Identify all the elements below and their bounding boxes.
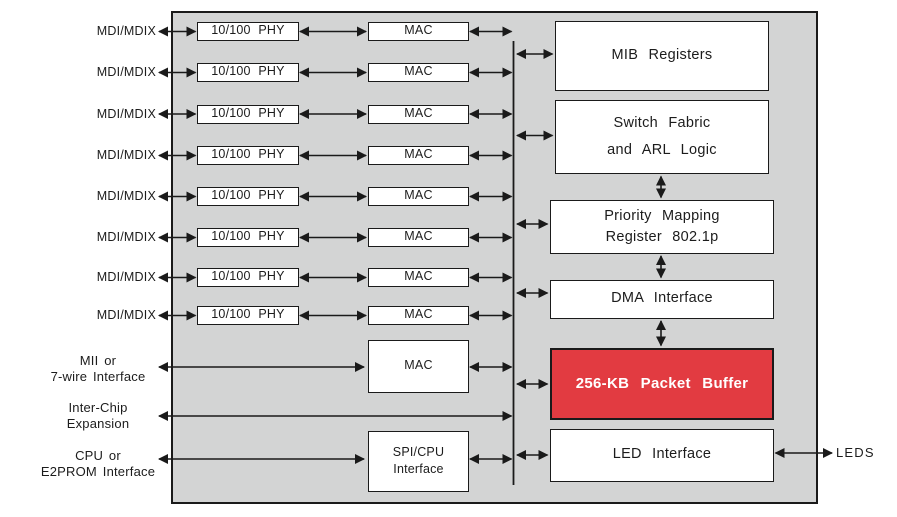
mii-interface-label: MII or 7-wire Interface [28, 353, 168, 384]
spi-cpu-interface-block: SPI/CPU Interface [368, 431, 469, 492]
priority-mapping-line2: Register 802.1p [605, 229, 719, 245]
port-interface-label: MDI/MDIX [96, 230, 156, 244]
mii-label-line2: 7-wire Interface [50, 368, 146, 384]
packet-buffer-block: 256-KB Packet Buffer [550, 348, 774, 420]
mac-block: MAC [368, 146, 469, 165]
phy-block: 10/100 PHY [197, 268, 299, 287]
switch-fabric-line2: and ARL Logic [607, 142, 717, 158]
port-row: MDI/MDIX 10/100 PHY MAC [0, 268, 560, 287]
uplink-mac-block: MAC [368, 340, 469, 393]
mac-block: MAC [368, 228, 469, 247]
inter-chip-label-line1: Inter-Chip [68, 400, 128, 415]
priority-mapping-block: Priority Mapping Register 802.1p [550, 200, 774, 254]
mac-block: MAC [368, 306, 469, 325]
spi-cpu-line1: SPI/CPU [392, 445, 445, 459]
port-interface-label: MDI/MDIX [96, 65, 156, 79]
port-row: MDI/MDIX 10/100 PHY MAC [0, 306, 560, 325]
phy-block: 10/100 PHY [197, 228, 299, 247]
mib-registers-block: MIB Registers [555, 21, 769, 91]
bus-to-block-arrows [516, 49, 554, 460]
dma-interface-block: DMA Interface [550, 280, 774, 319]
mac-block: MAC [368, 104, 469, 124]
cpu-label-line2: E2PROM Interface [40, 463, 156, 479]
port-interface-label: MDI/MDIX [96, 148, 156, 162]
port-row: MDI/MDIX 10/100 PHY MAC [0, 228, 560, 247]
mac-block: MAC [368, 187, 469, 206]
cpu-label-line1: CPU or [75, 448, 121, 463]
cpu-e2prom-interface-label: CPU or E2PROM Interface [28, 448, 168, 479]
phy-block: 10/100 PHY [197, 63, 299, 82]
port-row: MDI/MDIX 10/100 PHY MAC [0, 63, 560, 82]
inter-chip-label-line2: Expansion [66, 415, 130, 431]
inter-chip-expansion-label: Inter-Chip Expansion [28, 400, 168, 431]
port-row-arrows [158, 26, 513, 321]
phy-block: 10/100 PHY [197, 22, 299, 41]
port-row: MDI/MDIX 10/100 PHY MAC [0, 187, 560, 206]
phy-block: 10/100 PHY [197, 104, 299, 124]
port-row: MDI/MDIX 10/100 PHY MAC [0, 22, 560, 41]
mii-label-line1: MII or [79, 353, 117, 368]
led-interface-block: LED Interface [550, 429, 774, 482]
port-interface-label: MDI/MDIX [96, 24, 156, 38]
port-interface-label: MDI/MDIX [96, 308, 156, 322]
mac-block: MAC [368, 63, 469, 82]
switch-fabric-arl-block: Switch Fabric and ARL Logic [555, 100, 769, 174]
uplink-and-cpu-arrows [158, 362, 513, 464]
phy-block: 10/100 PHY [197, 306, 299, 325]
port-interface-label: MDI/MDIX [96, 270, 156, 284]
phy-block: 10/100 PHY [197, 146, 299, 165]
chip-boundary [171, 11, 818, 504]
port-interface-label: MDI/MDIX [96, 189, 156, 203]
phy-block: 10/100 PHY [197, 187, 299, 206]
port-row: MDI/MDIX 10/100 PHY MAC [0, 104, 560, 124]
leds-output-label: LEDS [836, 445, 875, 460]
switch-fabric-line1: Switch Fabric [613, 115, 711, 131]
mac-block: MAC [368, 268, 469, 287]
spi-cpu-line2: Interface [393, 462, 444, 476]
mac-block: MAC [368, 22, 469, 41]
priority-mapping-line1: Priority Mapping [604, 208, 720, 224]
port-interface-label: MDI/MDIX [96, 106, 156, 121]
port-row: MDI/MDIX 10/100 PHY MAC [0, 146, 560, 165]
